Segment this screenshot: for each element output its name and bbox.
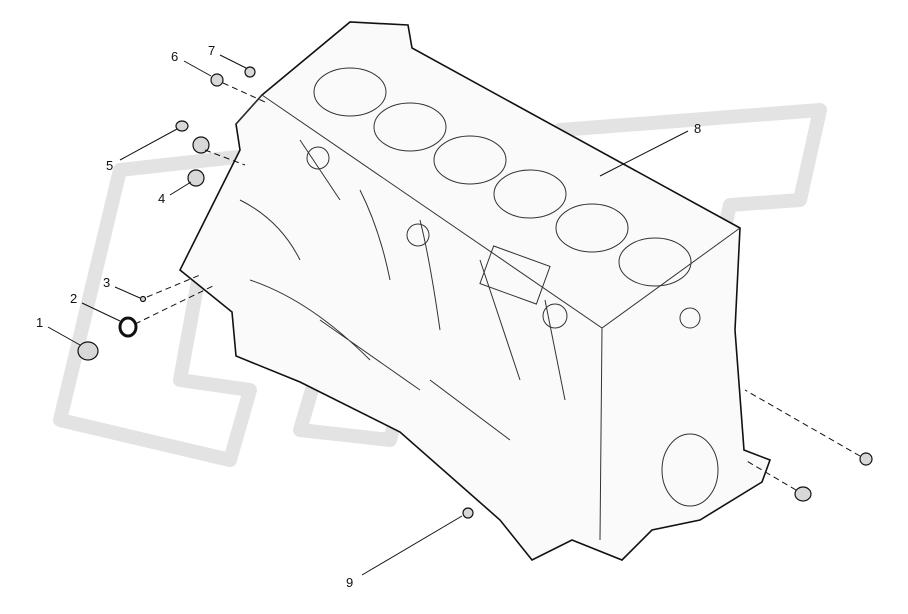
- callout-labels: 1 2 3 4 5 6 7 8 9: [36, 43, 701, 590]
- leader-lines: [47, 54, 689, 576]
- part-3-ball: [139, 295, 147, 303]
- part-6-plug: [210, 73, 224, 87]
- right-plug: [859, 452, 873, 466]
- callout-7: 7: [208, 43, 215, 58]
- callout-9: 9: [346, 575, 353, 590]
- part-4-plug: [187, 169, 205, 187]
- callout-1: 1: [36, 315, 43, 330]
- callout-4: 4: [158, 191, 165, 206]
- callout-6: 6: [171, 49, 178, 64]
- callout-2: 2: [70, 291, 77, 306]
- part-7-plug: [244, 66, 256, 78]
- part-1-plug: [77, 341, 99, 361]
- callout-3: 3: [103, 275, 110, 290]
- callout-8: 8: [694, 121, 701, 136]
- engine-block: [178, 21, 772, 562]
- callout-5: 5: [106, 158, 113, 173]
- part-5-plug: [175, 120, 189, 132]
- right-seal-plug: [794, 486, 812, 502]
- part-9-plug: [462, 507, 474, 519]
- part-2-seal-ring: [118, 316, 138, 338]
- part-4-plug: [192, 136, 210, 154]
- parts: [77, 66, 873, 519]
- assembly-lines: [134, 82, 861, 491]
